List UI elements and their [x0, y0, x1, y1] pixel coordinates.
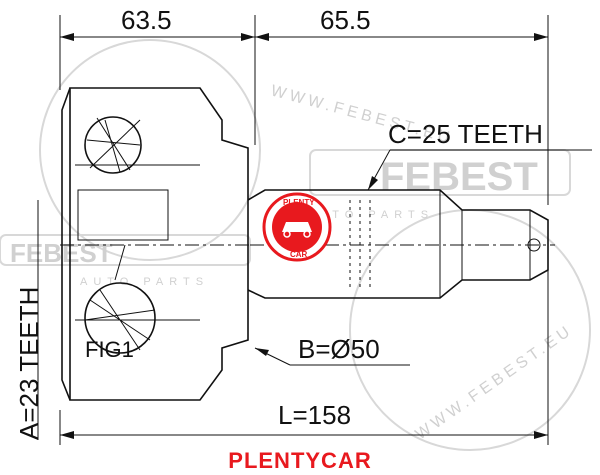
top-dimensions: 63.5 65.5: [59, 5, 549, 205]
inner-teeth-dimension: A=23 TEETH: [14, 200, 44, 440]
dimension-diameter: B=Ø50: [298, 334, 380, 364]
badge-bottom-text: CAR: [290, 250, 308, 259]
figure-label: FIG1: [85, 337, 134, 362]
bottom-dimension: L=158: [59, 260, 549, 445]
dimension-left-length: 63.5: [121, 5, 172, 35]
footer-brand: PLENTYCAR: [228, 448, 372, 473]
outer-teeth-leader: C=25 TEETH: [367, 119, 592, 191]
ball-lower: FIG1: [84, 244, 156, 362]
dimension-right-length: 65.5: [320, 5, 371, 35]
joint-housing: [60, 87, 250, 401]
dimension-total-length: L=158: [278, 400, 351, 430]
watermark-url-secondary: WWW.FEBEST.EU: [413, 322, 577, 444]
ball-upper: [84, 116, 142, 174]
plentycar-badge: PLENTY CAR: [262, 192, 332, 262]
watermark-subtitle-secondary: AUTO PARTS: [80, 276, 209, 288]
watermark-subtitle: AUTO PARTS: [305, 209, 434, 221]
dimension-outer-teeth: C=25 TEETH: [388, 119, 543, 149]
watermark-brand: FEBEST: [380, 155, 538, 199]
dimension-inner-teeth: A=23 TEETH: [14, 287, 44, 440]
badge-top-text: PLENTY: [283, 198, 315, 207]
diameter-leader: B=Ø50: [254, 334, 410, 366]
